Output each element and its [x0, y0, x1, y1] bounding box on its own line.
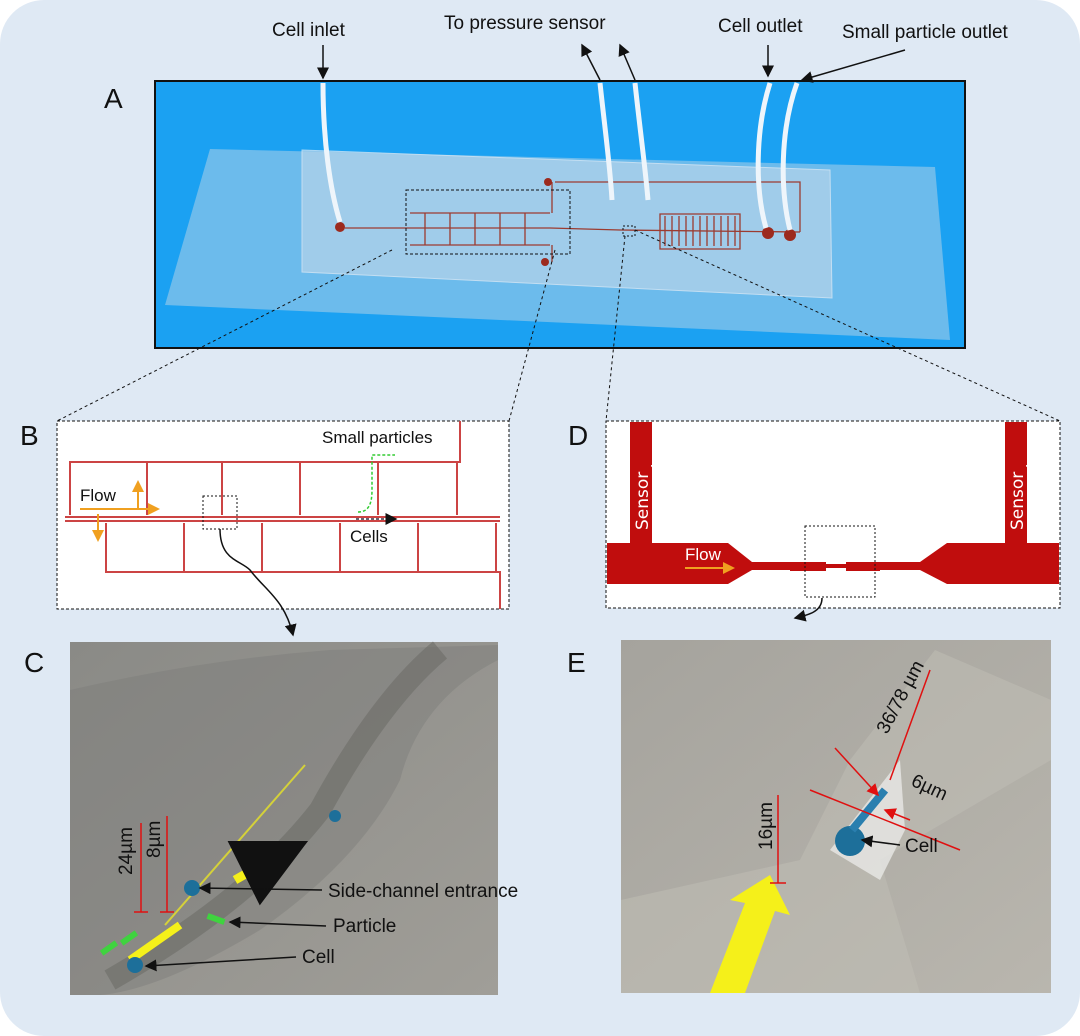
panel-b-label: B — [20, 420, 39, 451]
sensor-connection-right-line1: Sensor — [1008, 472, 1028, 530]
dim-8um: 8µm — [144, 821, 165, 858]
cells-label: Cells — [350, 527, 388, 546]
panel-e: E 16µm 36/78 µm 6µm Cell — [567, 640, 1051, 993]
flow-label-b: Flow — [80, 486, 117, 505]
flow-arrow-e — [710, 875, 790, 993]
particle-label: Particle — [333, 916, 396, 937]
channel-network — [345, 181, 801, 262]
cell-inlet-label: Cell inlet — [272, 20, 346, 41]
channel-schematic-b — [56, 420, 510, 610]
small-particle-outlet-label: Small particle outlet — [842, 22, 1009, 43]
side-channel-render — [70, 642, 498, 995]
small-particles-label: Small particles — [322, 428, 433, 447]
panel-a: A Cell inlet To pressure sensor Cell out… — [56, 13, 1061, 422]
panel-b: B Small particles Flow Cells — [20, 420, 510, 637]
deterministic-channels — [65, 421, 501, 609]
sensor-connection-right-line2: connection — [1024, 442, 1044, 536]
panel-d-label: D — [568, 420, 588, 451]
cell-sphere-e — [835, 826, 865, 856]
panel-a-label: A — [104, 83, 123, 114]
cell-sphere-c — [127, 957, 143, 973]
tubing — [320, 82, 800, 231]
cell-outlet-label: Cell outlet — [718, 16, 803, 37]
zoom-lines — [56, 229, 1061, 422]
panel-d: D Sensor connection Sensor connection Fl… — [568, 420, 1061, 622]
zoom-box-e — [804, 525, 876, 598]
side-channel-entrance-label: Side-channel entrance — [328, 881, 518, 902]
sensor-channel — [607, 422, 1059, 584]
panel-e-label: E — [567, 647, 586, 678]
panel-c-label: C — [24, 647, 44, 678]
dim-16um: 16µm — [756, 802, 777, 850]
panel-c: C 24µm 8µm Side-channel entrance Particl… — [24, 641, 518, 995]
cell-label-c: Cell — [302, 947, 335, 968]
sensor-connection-left-line2: connection — [649, 442, 669, 536]
zoom-box-b — [405, 189, 571, 255]
sensor-connection-left-line1: Sensor — [633, 472, 653, 530]
cell-label-e: Cell — [905, 836, 938, 857]
pressure-sensor-label: To pressure sensor — [444, 13, 606, 34]
pdms-chip — [301, 149, 833, 299]
dim-24um: 24µm — [116, 827, 137, 875]
zoom-box-d — [622, 225, 636, 237]
flow-label-d: Flow — [685, 545, 722, 564]
